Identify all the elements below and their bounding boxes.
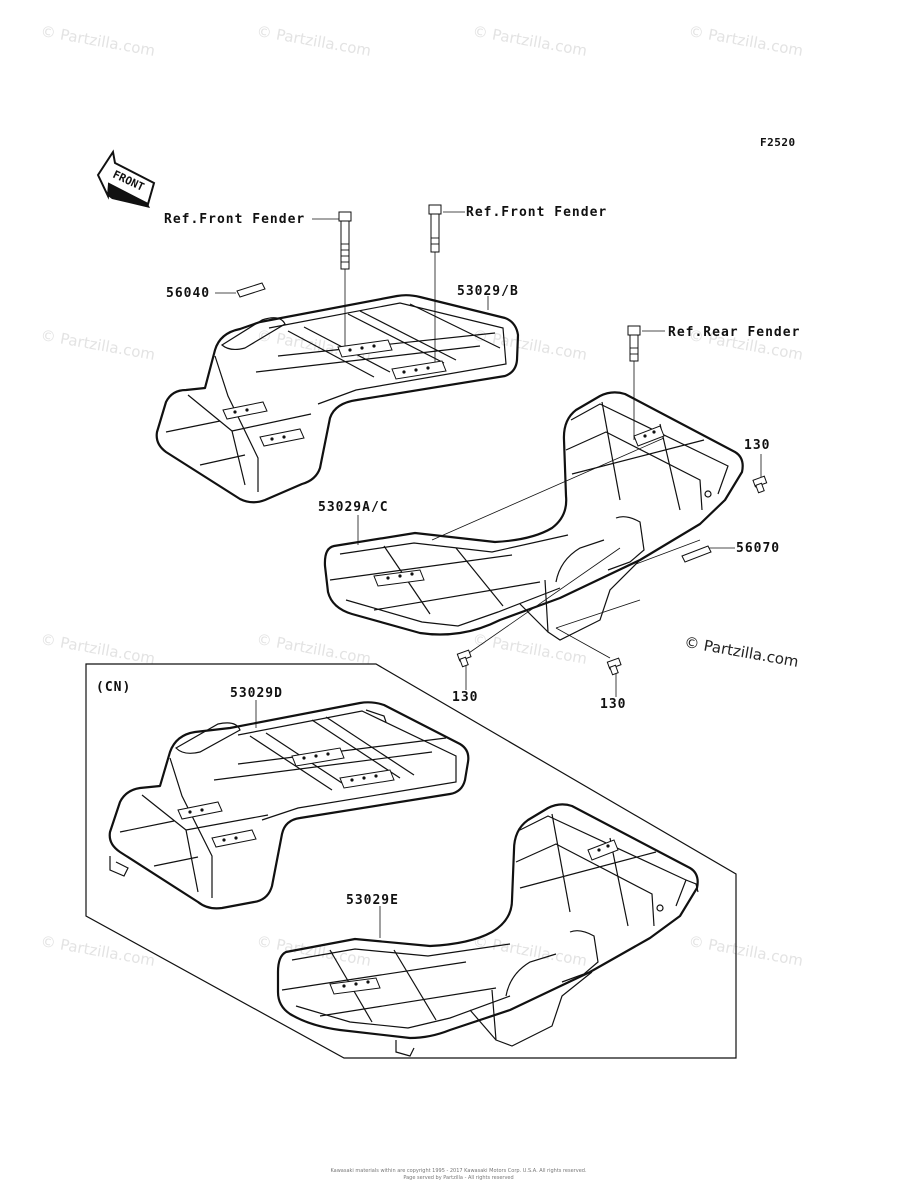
label-part-56040: 56040 — [166, 286, 211, 301]
bolt-icon — [428, 204, 442, 253]
bolt-icon — [627, 325, 641, 362]
rear-carrier-53029ac — [323, 391, 744, 641]
label-part-53029ac: 53029A/C — [318, 500, 389, 515]
label-ref-rear-fender: Ref.Rear Fender — [668, 325, 801, 340]
bolt-icon — [338, 211, 352, 270]
bolt-130-icon — [606, 657, 622, 676]
label-ref-front-fender-right: Ref.Front Fender — [466, 205, 608, 220]
bolt-130-icon — [752, 475, 768, 494]
cn-region-outline — [85, 663, 737, 1059]
label-part-53029e: 53029E — [346, 893, 399, 908]
leader-lines — [215, 211, 762, 938]
label-part-130-right: 130 — [744, 438, 771, 453]
label-ref-front-fender-left: Ref.Front Fender — [164, 212, 306, 227]
label-part-53029b: 53029/B — [457, 284, 519, 299]
rear-carrier-53029e — [276, 803, 699, 1057]
label-region-cn: (CN) — [96, 680, 132, 695]
front-carrier-53029d — [108, 701, 470, 910]
front-arrow-icon: FRONT — [96, 149, 156, 208]
copyright-line-1: Kawasaki materials within are copyright … — [330, 1168, 587, 1174]
front-carrier-53029b — [155, 294, 520, 504]
insert-56040 — [236, 282, 266, 298]
figure-code: F2520 — [760, 136, 796, 149]
label-part-130-bottom-right: 130 — [600, 697, 627, 712]
label-part-53029d: 53029D — [230, 686, 283, 701]
copyright-line-2: Page served by Partzilla - All rights re… — [403, 1175, 514, 1181]
bolt-130-icon — [456, 649, 472, 668]
insert-56070 — [681, 545, 712, 563]
label-part-130-bottom-left: 130 — [452, 690, 479, 705]
label-part-56070: 56070 — [736, 541, 781, 556]
